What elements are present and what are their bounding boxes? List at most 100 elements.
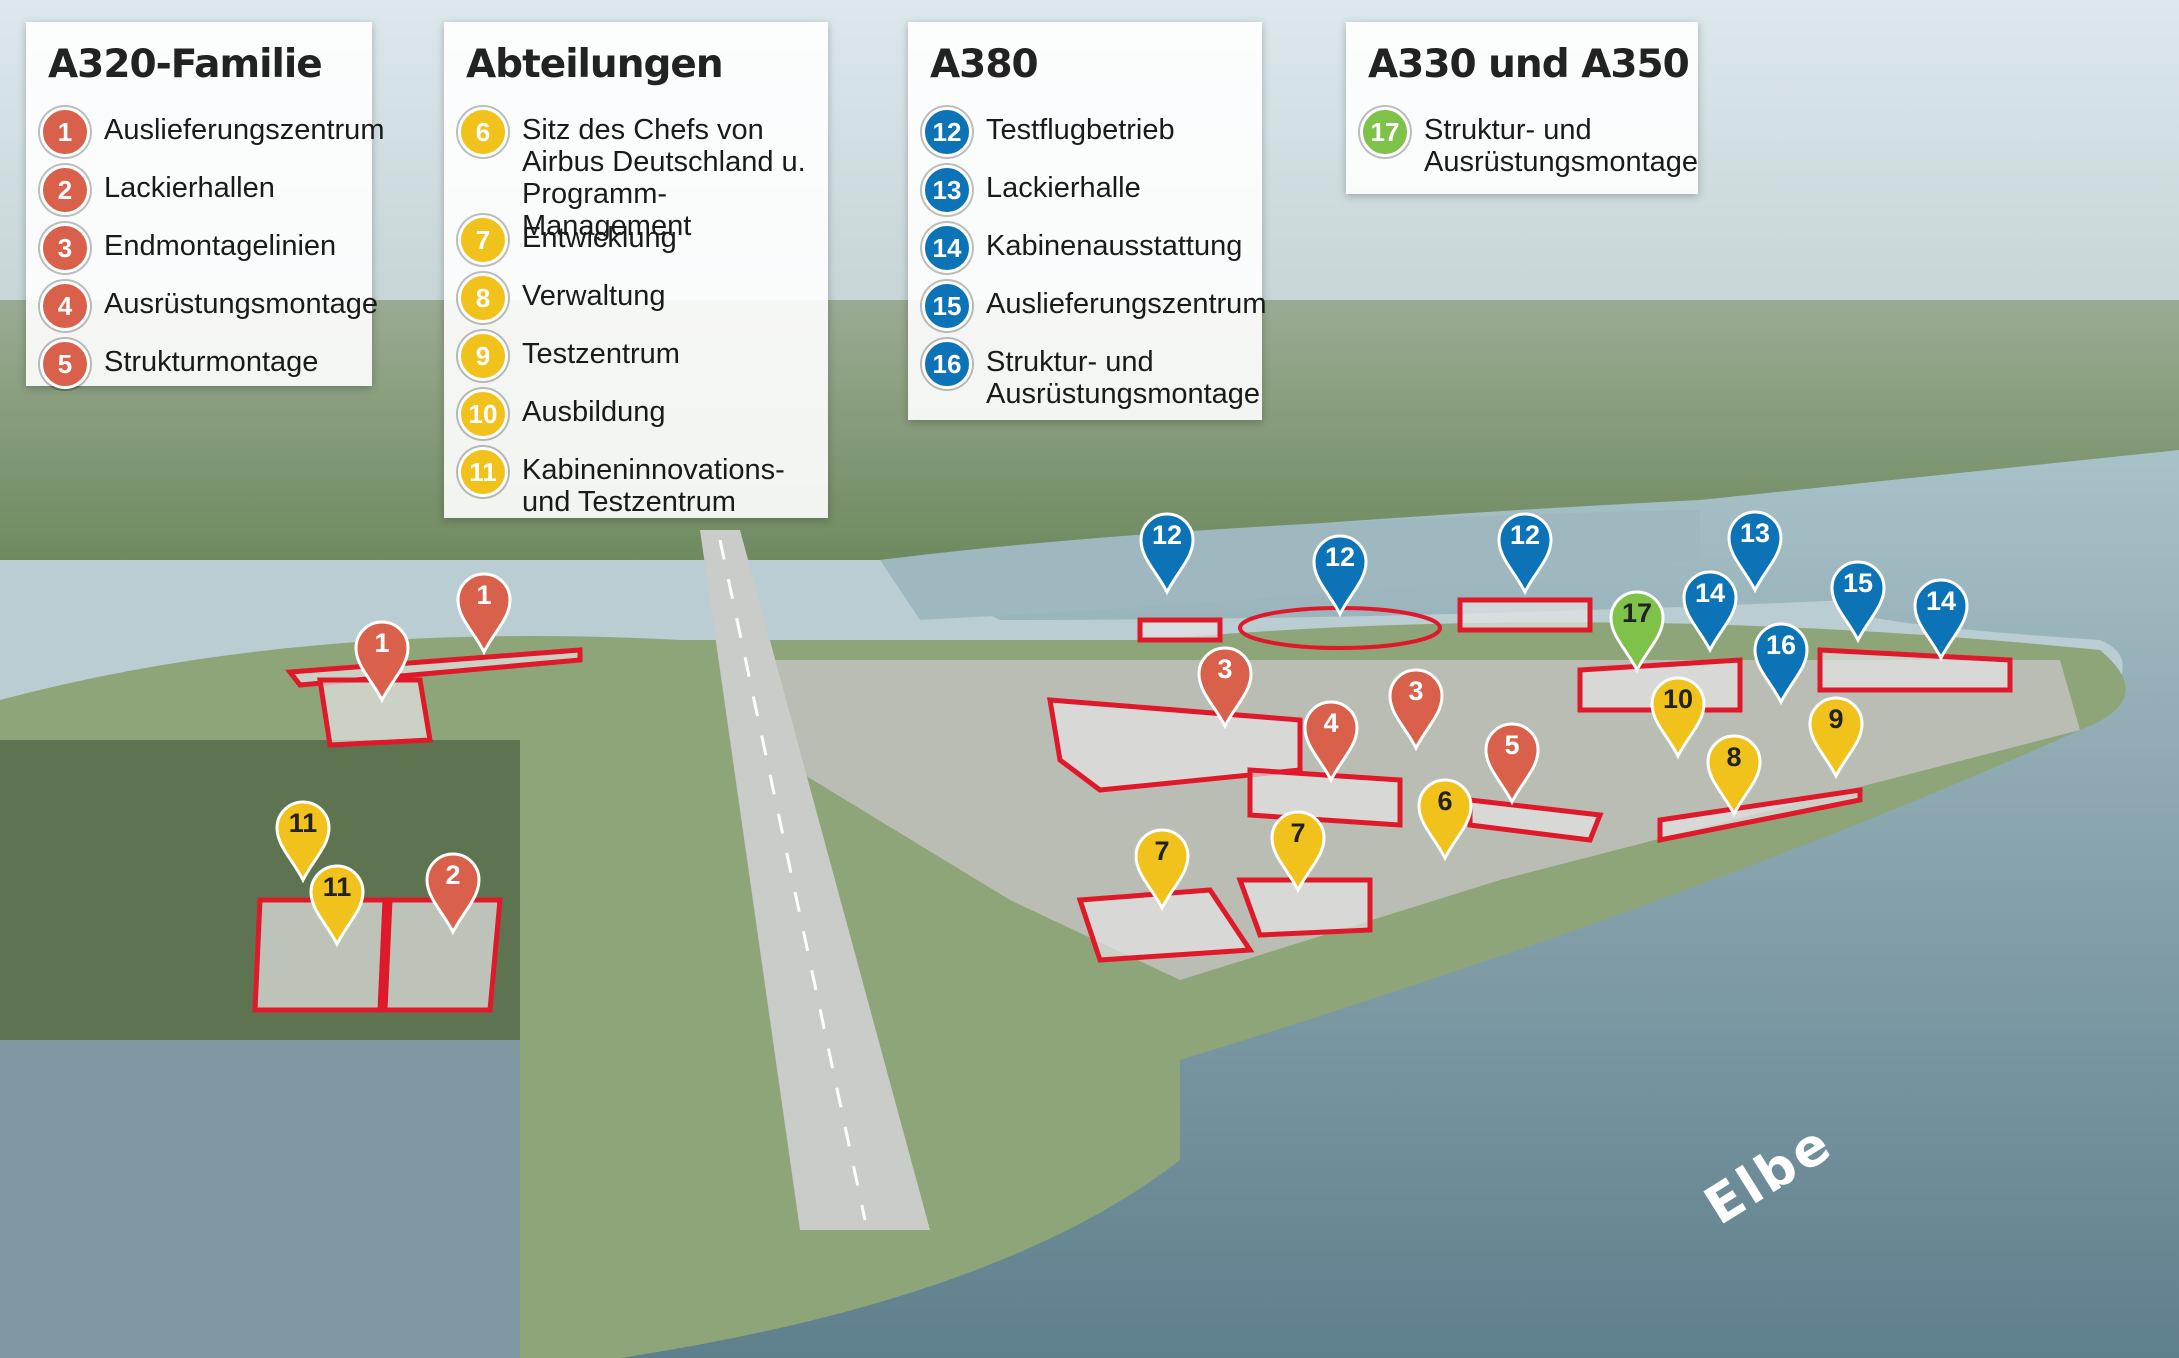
legend-label: Entwicklung: [522, 222, 677, 254]
number-badge: 5: [40, 339, 90, 389]
map-pin-4: 4: [1303, 700, 1359, 784]
number-badge: 3: [40, 223, 90, 273]
legend-item: 4 Ausrüstungsmontage: [40, 281, 384, 346]
legend-label: Auslieferungszentrum: [104, 114, 385, 146]
legend-title: A320-Familie: [48, 42, 323, 87]
map-pin-label: 9: [1828, 704, 1844, 734]
legend-item: 15 Auslieferungszentrum: [922, 281, 1267, 346]
map-pin-3: 3: [1197, 646, 1253, 730]
map-pin-15: 15: [1830, 560, 1886, 644]
map-pin-13: 13: [1727, 510, 1783, 594]
number-badge: 13: [922, 165, 972, 215]
legend-title: A380: [930, 42, 1039, 87]
runway-centerline: [718, 539, 867, 1221]
legend-item: 2 Lackierhallen: [40, 165, 384, 230]
map-pin-7: 7: [1134, 828, 1190, 912]
legend-label: Testzentrum: [522, 338, 680, 370]
legend-item: 13 Lackierhalle: [922, 165, 1266, 230]
map-pin-3: 3: [1388, 668, 1444, 752]
legend-label: Struktur- und Ausrüstungsmontage: [1424, 114, 1699, 178]
number-badge: 6: [458, 107, 508, 157]
map-pin-label: 3: [1408, 676, 1424, 706]
legend-label: Kabineninnovations- und Testzentrum: [522, 454, 785, 518]
map-pin-label: 3: [1217, 654, 1233, 684]
number-badge: 2: [40, 165, 90, 215]
map-pin-10: 10: [1650, 676, 1706, 760]
number-badge: 9: [458, 331, 508, 381]
map-pin-label: 5: [1504, 730, 1520, 760]
legend-item: 12 Testflugbetrieb: [922, 107, 1266, 172]
legend-label: Lackierhallen: [104, 172, 275, 204]
map-pin-label: 15: [1842, 568, 1874, 598]
map-pin-label: 8: [1726, 742, 1742, 772]
runway: [700, 530, 930, 1230]
map-pin-17: 17: [1609, 590, 1665, 674]
map-pin-label: 13: [1739, 518, 1771, 548]
map-pin-label: 14: [1694, 578, 1726, 608]
map-pin-11: 11: [309, 864, 365, 948]
map-pin-1: 1: [354, 620, 410, 704]
map-pin-6: 6: [1417, 778, 1473, 862]
legend-title: A330 und A350: [1368, 42, 1690, 87]
map-pin-12: 12: [1497, 512, 1553, 596]
map-pin-label: 11: [322, 872, 352, 902]
legend-label: Lackierhalle: [986, 172, 1141, 204]
map-pin-2: 2: [425, 852, 481, 936]
legend-item: 16 Struktur- und Ausrüstungsmontage: [922, 339, 1260, 416]
legend-list: 17 Struktur- und Ausrüstungsmontage: [1360, 107, 1698, 184]
elbe-river: [560, 450, 2179, 1358]
map-pin-label: 16: [1765, 630, 1797, 660]
legend-label: Testflugbetrieb: [986, 114, 1175, 146]
legend-list: 6 Sitz des Chefs von Airbus Deutschland u…: [458, 107, 822, 524]
legend-label: Endmontagelinien: [104, 230, 337, 262]
map-pin-label: 6: [1437, 786, 1453, 816]
legend-item: 6 Sitz des Chefs von Airbus Deutschland u…: [458, 107, 822, 242]
number-badge: 7: [458, 215, 508, 265]
map-pin-label: 1: [374, 628, 390, 658]
map-pin-label: 7: [1154, 836, 1170, 866]
number-badge: 11: [458, 447, 508, 497]
map-pin-label: 12: [1324, 542, 1356, 572]
number-badge: 4: [40, 281, 90, 331]
map-pin-1: 1: [456, 572, 512, 656]
map-pin-label: 12: [1509, 520, 1541, 550]
map-pin-label: 14: [1925, 586, 1957, 616]
upper-lake: [880, 510, 1700, 620]
legend-item: 7 Entwicklung: [458, 215, 822, 280]
legend-label: Sitz des Chefs von Airbus Deutschland u.…: [522, 114, 806, 242]
legend-label: Auslieferungszentrum: [986, 288, 1267, 320]
legend-label: Struktur- und Ausrüstungsmontage: [986, 346, 1261, 410]
legend-item: 11 Kabineninnovations- und Testzentrum: [458, 447, 802, 524]
legend-item: 3 Endmontagelinien: [40, 223, 384, 288]
legend-item: 17 Struktur- und Ausrüstungsmontage: [1360, 107, 1698, 184]
legend-label: Strukturmontage: [104, 346, 319, 378]
number-badge: 12: [922, 107, 972, 157]
legend-a330-a350: A330 und A350 17 Struktur- und Ausrüstung…: [1346, 22, 1698, 194]
map-pin-12: 12: [1312, 534, 1368, 618]
legend-item: 5 Strukturmontage: [40, 339, 384, 404]
legend-list: 1 Auslieferungszentrum 2 Lackierhallen 3 En…: [40, 107, 385, 404]
map-pin-9: 9: [1808, 696, 1864, 780]
number-badge: 15: [922, 281, 972, 331]
map-pin-label: 17: [1621, 598, 1653, 628]
map-pin-label: 2: [445, 860, 461, 890]
number-badge: 10: [458, 389, 508, 439]
map-pin-label: 12: [1151, 520, 1183, 550]
number-badge: 16: [922, 339, 972, 389]
map-pin-8: 8: [1706, 734, 1762, 818]
legend-label: Ausrüstungsmontage: [104, 288, 379, 320]
map-pin-label: 4: [1323, 708, 1339, 738]
map-pin-label: 10: [1662, 684, 1694, 714]
map-pin-5: 5: [1484, 722, 1540, 806]
marina: [0, 1040, 520, 1358]
map-pin-label: 11: [288, 808, 318, 838]
number-badge: 1: [40, 107, 90, 157]
number-badge: 17: [1360, 107, 1410, 157]
legend-title: Abteilungen: [466, 42, 724, 87]
map-pin-7: 7: [1270, 810, 1326, 894]
legend-label: Kabinenausstattung: [986, 230, 1243, 262]
